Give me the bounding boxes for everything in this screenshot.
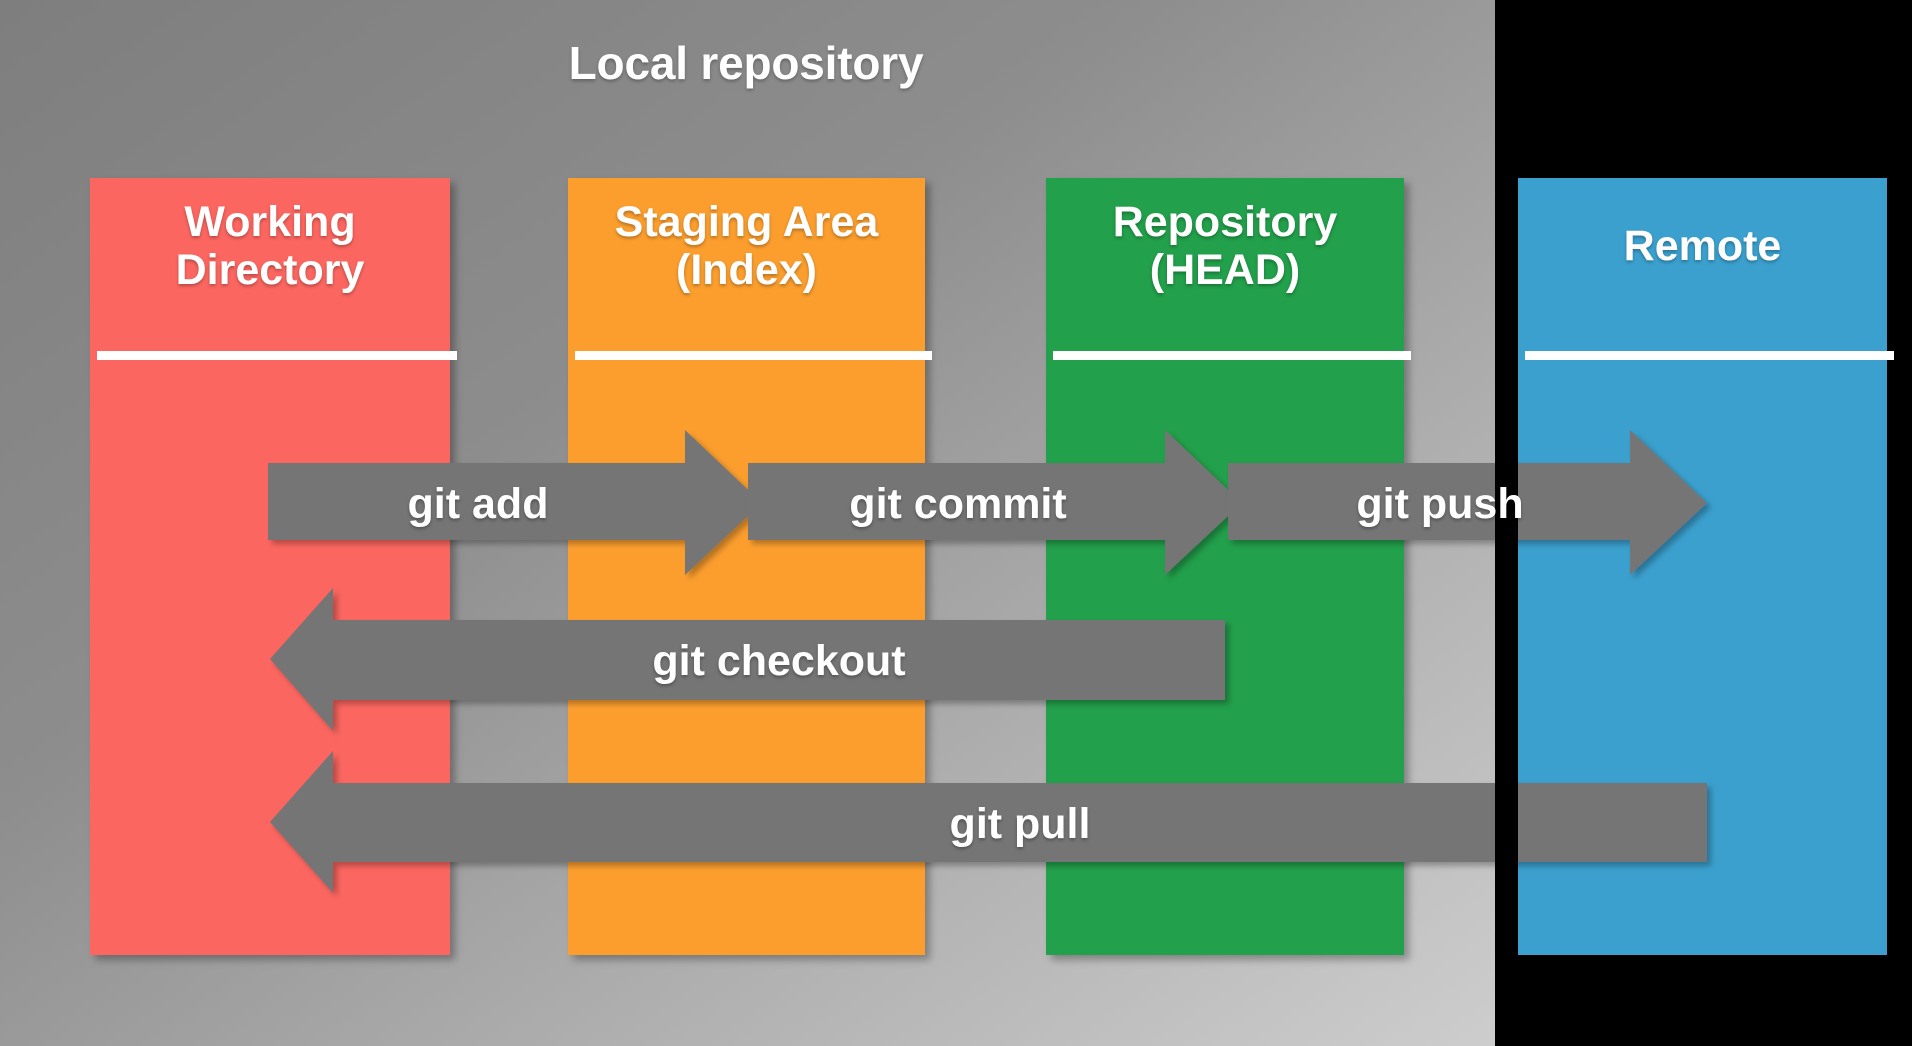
arrow-git-commit (748, 430, 1242, 575)
arrow-label-git-checkout: git checkout (652, 637, 906, 685)
arrow-label-git-commit: git commit (849, 480, 1067, 528)
arrow-label-git-push: git push (1356, 480, 1524, 528)
arrow-git-push (1228, 430, 1707, 575)
outside-backdrop-bottom-right (1495, 955, 1912, 1046)
outside-backdrop-top-right (1495, 0, 1912, 178)
arrow-label-git-add: git add (407, 480, 549, 528)
arrow-git-pull (270, 751, 1707, 893)
outside-gap-strip (1495, 178, 1518, 955)
divider-line-working-directory (97, 351, 457, 360)
divider-line-staging-area (575, 351, 932, 360)
arrow-label-git-pull: git pull (949, 800, 1091, 848)
arrow-git-checkout (270, 588, 1225, 731)
divider-line-remote (1525, 351, 1894, 360)
arrow-git-add (268, 430, 762, 575)
divider-line-repository-head (1053, 351, 1411, 360)
